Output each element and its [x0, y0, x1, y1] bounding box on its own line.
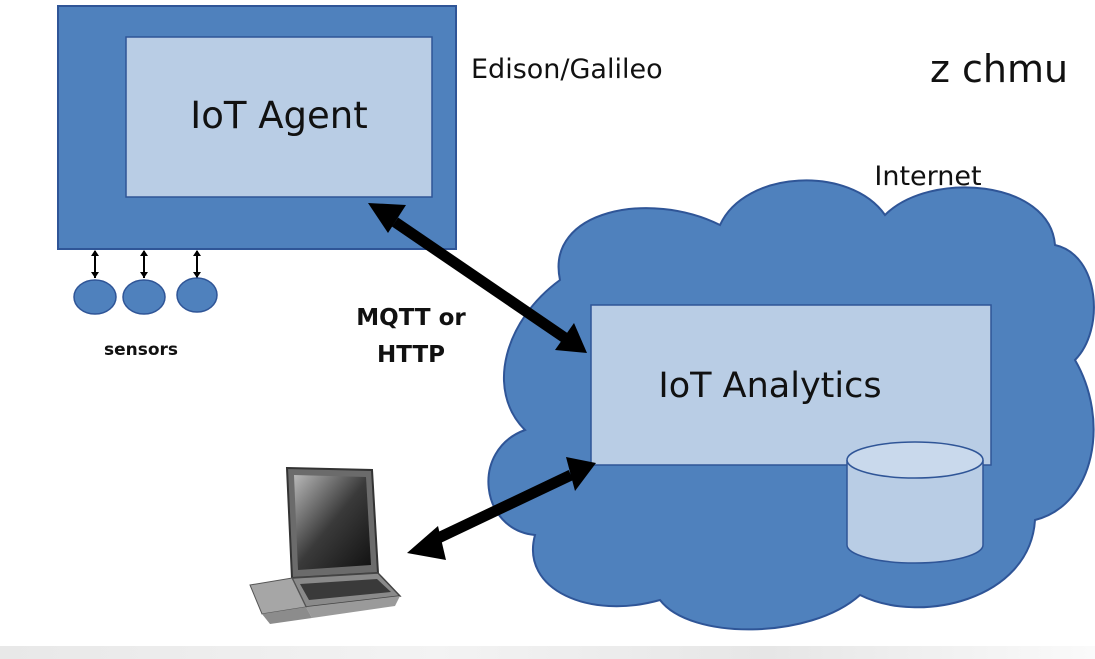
sensor-icon [122, 250, 166, 315]
double-arrow-icon [368, 203, 587, 353]
platform-label: Edison/Galileo [471, 54, 663, 85]
sensor-icon [73, 250, 117, 315]
iot-agent-label: IoT Agent [190, 94, 367, 137]
bottom-strip [0, 646, 1095, 659]
internet-cloud: Internet IoT Analytics [487, 161, 1095, 631]
protocol-label-line2: HTTP [377, 342, 445, 368]
sensors-group: sensors [73, 250, 218, 360]
laptop-icon [249, 466, 402, 624]
iot-agent-box [125, 36, 433, 198]
sensor-icon [176, 250, 218, 313]
corner-text: z chmu [930, 47, 1068, 91]
iot-analytics-label: IoT Analytics [658, 366, 881, 406]
internet-label: Internet [874, 161, 981, 192]
sensors-label: sensors [104, 340, 178, 360]
database-icon [846, 441, 984, 564]
iot-analytics-box [590, 304, 992, 466]
protocol-label-line1: MQTT or [356, 305, 466, 331]
device-board: IoT Agent [57, 5, 457, 250]
double-arrow-icon [407, 457, 596, 560]
